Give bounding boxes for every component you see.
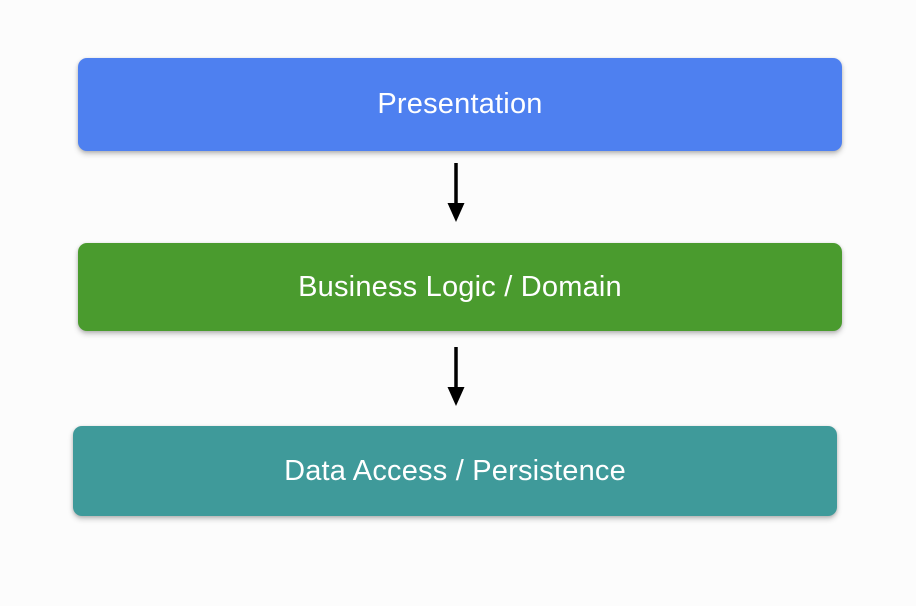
arrow-business-to-data: [436, 347, 476, 409]
layer-box-business-logic[interactable]: Business Logic / Domain: [78, 243, 842, 331]
layer-box-presentation[interactable]: Presentation: [78, 58, 842, 151]
layer-label-business-logic: Business Logic / Domain: [298, 270, 622, 303]
layer-box-data-access[interactable]: Data Access / Persistence: [73, 426, 837, 516]
layer-label-data-access: Data Access / Persistence: [284, 454, 626, 487]
arrow-down-icon: [447, 163, 465, 222]
arrow-presentation-to-business: [436, 163, 476, 225]
layer-label-presentation: Presentation: [377, 88, 543, 120]
arrow-down-icon: [447, 347, 465, 406]
